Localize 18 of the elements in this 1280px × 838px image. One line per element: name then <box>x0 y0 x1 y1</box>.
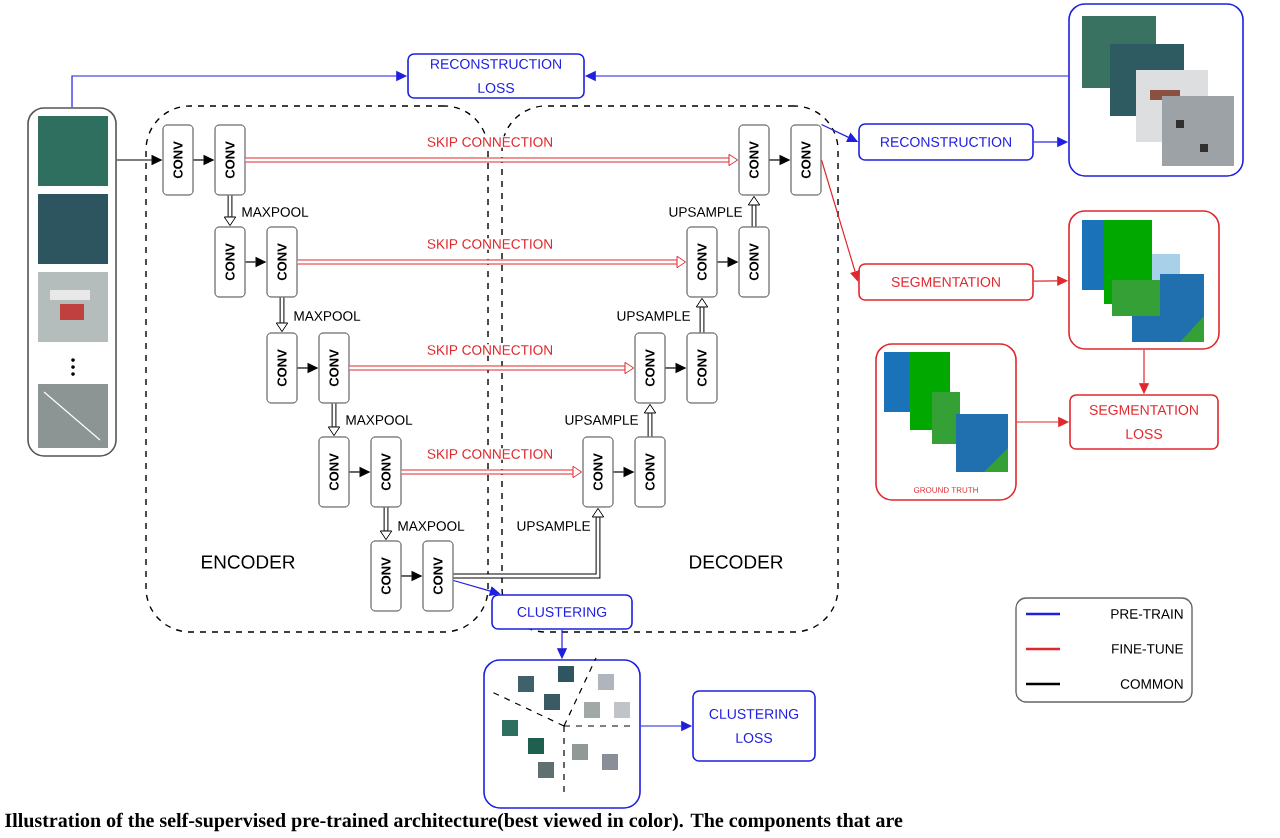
arrow <box>747 195 761 227</box>
caption: Illustration of the self-supervised pre-trained architecture(best viewed in color). The components that are <box>5 812 903 832</box>
image-stack-drawing <box>27 107 117 457</box>
arrow <box>349 361 635 375</box>
arrow <box>379 507 393 541</box>
segmentation-map-drawing <box>1068 210 1220 350</box>
arrow <box>643 403 657 437</box>
arrow <box>327 403 341 437</box>
reconstruction-images-drawing <box>1068 3 1244 177</box>
arrow <box>401 465 583 479</box>
arrow <box>820 159 860 282</box>
arrow <box>245 153 739 167</box>
arrow <box>223 195 237 227</box>
arrow <box>275 297 289 333</box>
cluster-plot-drawing <box>483 657 641 809</box>
arrow <box>297 255 687 269</box>
arrow <box>453 507 605 579</box>
arrow <box>695 297 709 333</box>
